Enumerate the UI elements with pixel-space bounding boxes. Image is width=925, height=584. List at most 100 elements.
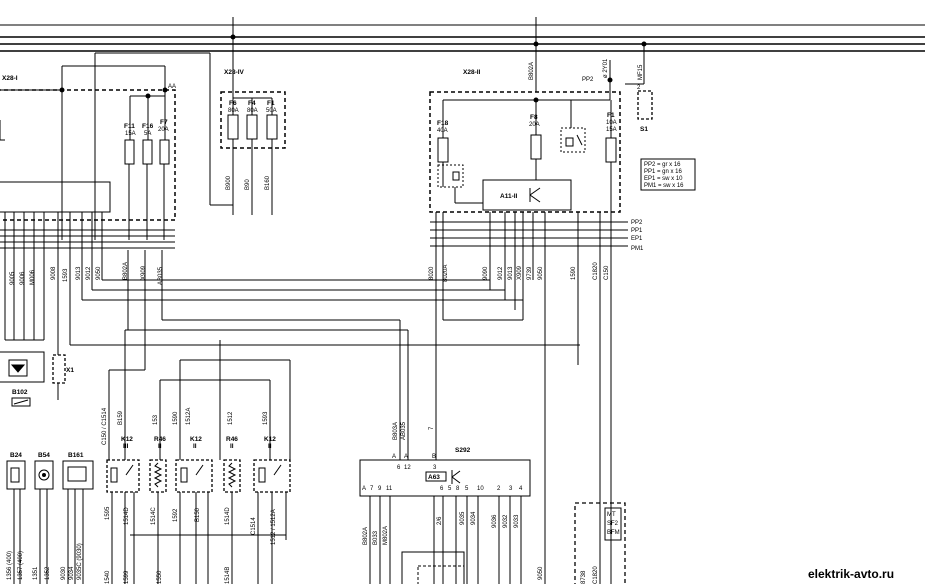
k12-iii-sub: III [123, 443, 129, 450]
wire-1356: 1356 (400) [7, 551, 13, 580]
wire-s292-2-6: 2/6 [437, 516, 443, 525]
wire-9034: 9034 [69, 566, 75, 580]
wire-9050: 9050 [96, 266, 102, 280]
wire-1514c: 1514C [151, 507, 157, 525]
wire-ab035m: AB035 [401, 421, 407, 440]
wire-x909: X909 [141, 265, 147, 280]
b102-box [0, 351, 45, 383]
fuse-f1a [266, 114, 278, 140]
a63-box [425, 471, 447, 482]
wire-9035c: 9035C (9030) [77, 543, 83, 580]
s292-pin-bot-10: 10 [477, 486, 484, 492]
k12b-sub: II [193, 443, 197, 450]
f4-label: F4 [248, 100, 256, 107]
wire-1599: 1599 [124, 570, 130, 584]
wire-1593m: 1593 [263, 411, 269, 425]
wire-9050-bottom: 9050 [538, 566, 544, 580]
legend-pp2: PP2 = gr x 16 [644, 162, 681, 168]
x1-connector [52, 354, 66, 384]
wire-9090: 9090 [483, 266, 489, 280]
r46-ii-a: R46 II [149, 436, 167, 493]
wire-b803a: B803A [393, 422, 399, 440]
wire-9008: 9008 [51, 266, 57, 280]
a63-label: A63 [428, 474, 440, 481]
switch-s1 [637, 90, 653, 120]
wire-1514d-b: 1514D [225, 507, 231, 525]
wire-legend [640, 158, 696, 191]
wire-b900: B900 [226, 175, 232, 190]
k12c-label: K12 [264, 436, 276, 443]
wire-9030: 9030 [61, 566, 67, 580]
r46-ii-b: R46 II [223, 436, 241, 493]
wire-c150: C150 [604, 265, 610, 280]
wire-9739: 9739 [527, 266, 533, 280]
wire-9012r: 9012 [498, 266, 504, 280]
f18-label: F18 [437, 120, 449, 127]
wire-1357: 1357 (400) [18, 551, 24, 580]
right-frame [574, 502, 626, 584]
fuse-f11 [124, 139, 135, 165]
wire-153: 153 [153, 414, 159, 425]
watermark: elektrik-avto.ru [808, 567, 894, 581]
wire-b159: B159 [118, 410, 124, 425]
s292-pin-3: 3 [433, 465, 437, 471]
wire-1592: 1592 [173, 508, 179, 522]
wire-c1820: C1820 [593, 262, 599, 280]
bus-pp2: PP2 [631, 220, 643, 226]
node-2y01: ø 2Y01 [603, 58, 609, 78]
wire-s292-9034: 9034 [471, 511, 477, 525]
wire-s292-9032: 9032 [503, 514, 509, 528]
wire-x909r: X909 [517, 265, 523, 280]
a11-ii-label: A11-II [500, 193, 518, 200]
a11-ii-module [482, 179, 572, 211]
wire-1595: 1595 [105, 506, 111, 520]
wire-c150-c1514: C150 / C1514 [102, 407, 108, 445]
wire-1593: 1593 [63, 268, 69, 282]
wire-1514d: 1514D [124, 507, 130, 525]
fuse-f4 [246, 114, 258, 140]
s292-pin-bot-8: 8 [456, 486, 460, 492]
wire-7: 7 [429, 426, 435, 430]
s292-pin-bot-9: 9 [378, 486, 382, 492]
s292-pin-b: B [432, 454, 436, 460]
fuse-f6 [227, 114, 239, 140]
wire-1512: 1512 [228, 411, 234, 425]
wire-b90: B90 [245, 179, 251, 190]
bus-pm1: PM1 [631, 246, 644, 252]
wire-1590r: 1590 [571, 266, 577, 280]
b54-sensor [34, 460, 54, 490]
wire-1514b: 1514B [225, 567, 231, 584]
wire-9050r: 9050 [538, 266, 544, 280]
s292-pin-bot-6: 6 [440, 486, 444, 492]
fuse-f8 [530, 134, 542, 160]
s292-pin-6: 6 [397, 465, 401, 471]
wire-s292-m802a: M802A [383, 526, 389, 545]
k12-ii-a: K12 II [175, 436, 213, 493]
f7-label: F7 [160, 119, 168, 126]
f4-rating: 80A [247, 108, 258, 114]
f16-rating: 5A [144, 131, 151, 137]
x28-ii-frame [429, 91, 621, 213]
s292-pin-bot-5b: 5 [465, 486, 469, 492]
s1-label: S1 [640, 126, 648, 133]
x28-i-frame [0, 89, 176, 221]
wire-1352: 1352 [45, 566, 51, 580]
f8-label: F8 [530, 114, 538, 121]
x28-i-label: X28-I [2, 75, 18, 82]
bfm-label: BFM [607, 530, 620, 536]
s292-pin-bot-7: 7 [370, 486, 374, 492]
fuse-f7 [159, 139, 170, 165]
f6-label: F6 [229, 100, 237, 107]
fuse-f18 [437, 137, 449, 163]
x28-i-module [0, 181, 111, 213]
b54-label: B54 [38, 452, 50, 459]
wire-mf15: MF15 [638, 64, 644, 80]
b102-symbol [11, 397, 31, 407]
s292-pin-12: 12 [404, 465, 411, 471]
b161-label: B161 [68, 452, 84, 459]
wire-1512a: 1512A [186, 408, 192, 425]
wire-s292-9035: 9035 [460, 511, 466, 525]
k12-ii-b: K12 II [253, 436, 291, 493]
